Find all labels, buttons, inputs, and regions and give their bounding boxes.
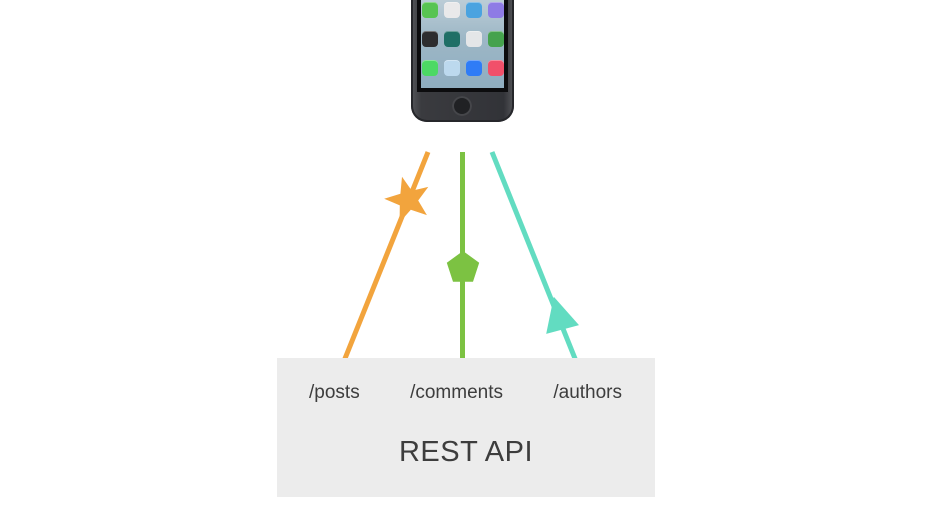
app-icon <box>465 60 482 76</box>
home-button-icon <box>452 96 472 116</box>
app-icon <box>421 2 438 18</box>
app-icon <box>465 2 482 18</box>
app-icon-row <box>421 2 504 18</box>
app-icon-row <box>421 31 504 47</box>
endpoint-label-posts: /posts <box>309 382 360 403</box>
connection-line-posts <box>339 151 431 367</box>
app-icon <box>421 60 438 76</box>
app-icon-row <box>421 60 504 76</box>
app-icon <box>443 60 460 76</box>
triangle-marker-icon <box>546 296 579 334</box>
endpoint-label-comments: /comments <box>410 382 503 403</box>
app-icon <box>465 31 482 47</box>
app-icon <box>487 2 504 18</box>
app-icon <box>487 31 504 47</box>
endpoint-row: /posts /comments /authors <box>277 358 655 404</box>
app-icon <box>443 31 460 47</box>
rest-api-title: REST API <box>398 436 534 468</box>
phone-app-grid <box>421 2 504 76</box>
app-icon <box>487 60 504 76</box>
app-icon <box>421 31 438 47</box>
app-icon <box>443 2 460 18</box>
phone-screen <box>417 0 508 92</box>
connection-line-authors <box>489 151 581 367</box>
smartphone <box>411 0 514 122</box>
star-marker-icon <box>384 176 429 223</box>
pentagon-marker-icon <box>446 251 480 282</box>
rest-api-box: /posts /comments /authors REST API <box>277 358 655 497</box>
endpoint-label-authors: /authors <box>553 382 622 403</box>
